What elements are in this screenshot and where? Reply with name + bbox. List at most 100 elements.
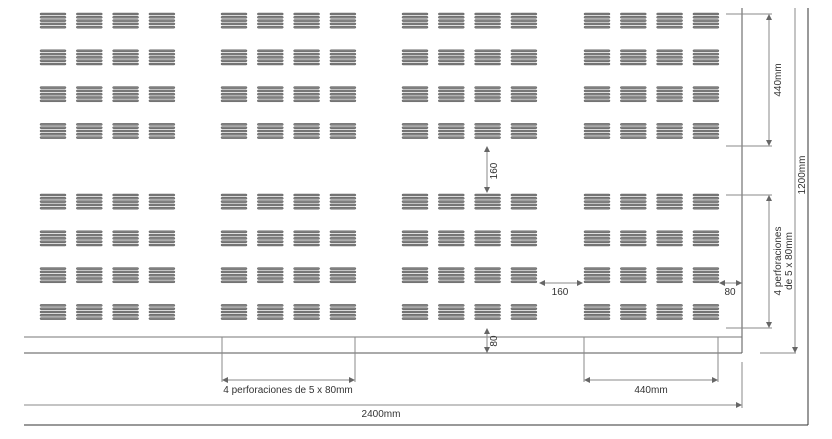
perforation-group [656, 123, 683, 139]
perforation-slot [220, 304, 248, 307]
perforation-slot [293, 314, 320, 317]
perforation-slot [510, 193, 538, 197]
perforation-slot [112, 96, 139, 99]
perforation-slot [692, 19, 720, 22]
perforation-slot [692, 206, 720, 210]
perforation-slot [329, 230, 357, 234]
perforation-slot [329, 136, 357, 139]
perforation-slot [112, 59, 139, 62]
perforation-slot [438, 307, 465, 310]
perforation-slot [692, 317, 720, 320]
perforation-slot [510, 314, 538, 317]
perforation-slot [401, 59, 429, 62]
perforation-slot [148, 62, 176, 66]
perforation-slot [220, 89, 248, 93]
perforation-slot [656, 129, 683, 133]
perforation-slot [656, 197, 683, 200]
perforation-group [112, 267, 139, 283]
perforation-group [220, 304, 248, 320]
perforation-slot [401, 314, 429, 317]
perforation-group [76, 49, 103, 66]
perforation-group [39, 49, 67, 66]
perforation-slot [148, 203, 176, 207]
perforation-slot [401, 123, 429, 126]
perforation-slot [220, 92, 248, 96]
perforation-group [76, 304, 103, 320]
perforation-slot [257, 133, 284, 136]
perforation-slot [148, 96, 176, 99]
perforation-group [257, 193, 284, 210]
perforation-slot [148, 16, 176, 19]
perforation-slot [293, 267, 320, 270]
perforation-slot [692, 16, 720, 19]
perforation-slot [474, 123, 501, 126]
perforation-slot [257, 22, 284, 26]
perforation-group [438, 12, 465, 29]
perforation-slot [620, 317, 647, 320]
perforation-group [329, 86, 357, 103]
perforation-slot [329, 56, 357, 59]
perforation-slot [401, 193, 429, 197]
perforation-slot [401, 126, 429, 129]
perforation-slot [474, 197, 501, 200]
perforation-slot [39, 12, 67, 16]
perforation-slot [583, 274, 611, 277]
perforation-slot [401, 280, 429, 283]
perforation-slot [438, 59, 465, 62]
perforation-slot [401, 22, 429, 26]
perforation-slot [401, 310, 429, 314]
perforation-slot [148, 237, 176, 240]
perforation-slot [510, 197, 538, 200]
perforation-group [148, 267, 176, 283]
perforation-slot [510, 267, 538, 270]
perforation-slot [474, 49, 501, 52]
perforation-group [510, 304, 538, 320]
perforation-slot [257, 12, 284, 16]
perforation-slot [148, 26, 176, 29]
perforation-slot [656, 200, 683, 203]
perforation-slot [620, 92, 647, 96]
perforation-slot [112, 86, 139, 89]
perforation-slot [620, 240, 647, 243]
perforation-slot [329, 92, 357, 96]
perforation-slot [329, 22, 357, 26]
perforation-slot [257, 267, 284, 270]
perforation-group [112, 304, 139, 320]
perforation-slot [583, 206, 611, 210]
perforation-slot [656, 307, 683, 310]
perforation-slot [257, 92, 284, 96]
perforation-slot [220, 277, 248, 280]
perforation-slot [329, 49, 357, 52]
perforation-slot [220, 280, 248, 283]
bottom-perforations-label: 4 perforaciones de 5 x 80mm [223, 385, 353, 396]
perforation-slot [438, 230, 465, 234]
perforation-slot [257, 19, 284, 22]
perforation-slot [510, 230, 538, 234]
perforation-slot [220, 19, 248, 22]
perforation-group [257, 86, 284, 103]
perforation-slot [401, 200, 429, 203]
perforation-slot [112, 136, 139, 139]
perforation-slot [257, 123, 284, 126]
perforation-slot [692, 59, 720, 62]
perforation-slot [438, 126, 465, 129]
perforation-slot [620, 12, 647, 16]
perforation-slot [692, 193, 720, 197]
perforation-slot [39, 200, 67, 203]
perforation-slot [76, 317, 103, 320]
perforation-slot [220, 206, 248, 210]
perforation-slot [656, 56, 683, 59]
perforation-slot [257, 240, 284, 243]
perforation-slot [692, 49, 720, 52]
perforation-group [620, 193, 647, 210]
side-margin-label: 80 [724, 287, 736, 298]
perforation-slot [401, 86, 429, 89]
perforation-group [148, 123, 176, 139]
perforation-slot [474, 12, 501, 16]
perforation-slot [692, 123, 720, 126]
perforation-slot [438, 92, 465, 96]
perforation-slot [583, 12, 611, 16]
perforation-slot [76, 193, 103, 197]
perforation-slot [474, 22, 501, 26]
perforation-slot [620, 136, 647, 139]
